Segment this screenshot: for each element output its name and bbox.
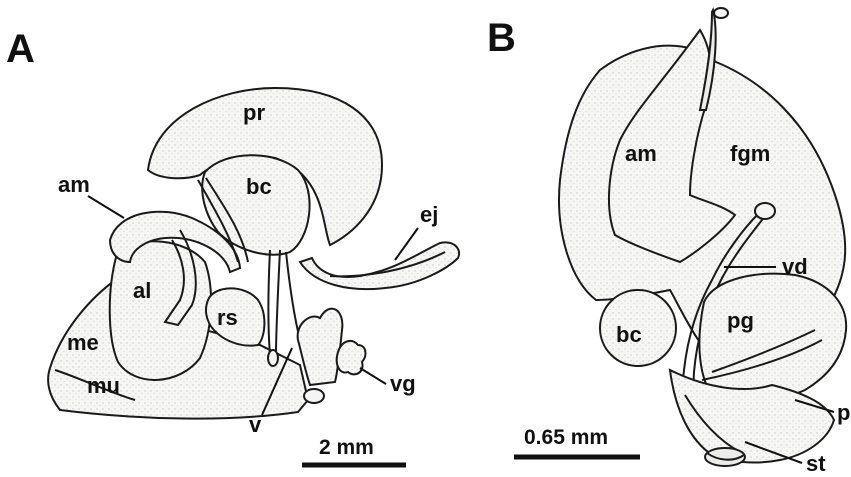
panel-a-label-pr: pr	[243, 100, 265, 125]
panel-a: A pr bc am ej a	[6, 27, 459, 465]
panel-a-leader-am	[88, 196, 124, 218]
panel-b-label-fgm: fgm	[730, 141, 770, 166]
panel-a-label-rs: rs	[217, 305, 238, 330]
panel-b-letter: B	[487, 16, 516, 60]
panel-a-label-al: al	[133, 278, 151, 303]
panel-a-label-ej: ej	[420, 202, 438, 227]
panel-b-label-am: am	[625, 141, 657, 166]
panel-a-genital-pore	[304, 389, 324, 403]
panel-a-vagina	[298, 309, 343, 385]
panel-a-duct-end	[268, 350, 278, 366]
panel-a-label-bc: bc	[246, 174, 272, 199]
panel-b-scale-label: 0.65 mm	[524, 426, 608, 449]
panel-b-label-bc: bc	[616, 322, 642, 347]
panel-a-scale-label: 2 mm	[319, 436, 374, 459]
panel-b-duct-tip	[714, 8, 728, 18]
panel-b-label-p: p	[837, 400, 850, 425]
panel-a-ejaculatory-duct	[300, 242, 459, 289]
panel-b-label-st: st	[806, 451, 826, 476]
panel-a-duct-4	[276, 250, 280, 355]
panel-b-label-vd: vd	[782, 254, 808, 279]
panel-a-label-mu: mu	[87, 373, 120, 398]
panel-b-vas-deferens-end	[755, 203, 775, 219]
panel-a-duct-3	[269, 250, 271, 355]
panel-a-label-v: v	[249, 412, 262, 437]
panel-a-leader-vg	[360, 368, 386, 384]
panel-b-label-pg: pg	[727, 308, 754, 333]
panel-a-label-me: me	[67, 330, 99, 355]
panel-a-label-vg: vg	[390, 371, 416, 396]
panel-b: B am fgm vd bc pg p st	[487, 8, 850, 476]
panel-a-label-am: am	[58, 172, 90, 197]
panel-b-prostate-gland	[699, 274, 846, 399]
panel-a-letter: A	[6, 27, 35, 71]
panel-a-duct-5	[286, 252, 300, 340]
